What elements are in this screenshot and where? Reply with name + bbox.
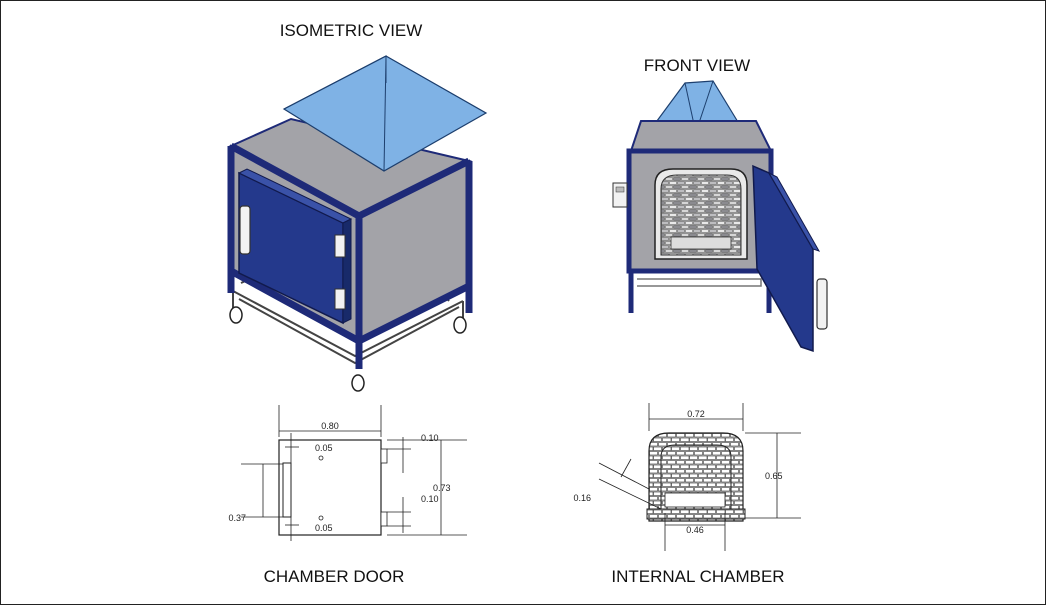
iso-frame (227, 142, 473, 369)
dim-door-offset-top: 0.10 (421, 433, 439, 443)
dim-door-handle: 0.37 (228, 513, 246, 523)
front-brick-lining (660, 174, 742, 256)
title-isometric-view: ISOMETRIC VIEW (280, 21, 423, 40)
front-door-handle (816, 278, 828, 330)
front-view-furnace (612, 80, 828, 353)
door-outline (278, 439, 382, 536)
dim-chamber-wall: 0.16 (573, 493, 591, 503)
dim-door-gap-bottom: 0.05 (315, 523, 333, 533)
iso-hinge-top (334, 234, 346, 258)
iso-hinge-bottom (334, 288, 346, 310)
door-bolt-bottom (318, 515, 324, 521)
dim-chamber-floor: 0.46 (686, 525, 704, 535)
iso-wheels (229, 306, 467, 392)
title-internal-chamber: INTERNAL CHAMBER (611, 567, 784, 586)
title-front-view: FRONT VIEW (644, 56, 750, 75)
dim-chamber-height: 0.65 (765, 471, 783, 481)
dim-chamber-width: 0.72 (687, 409, 705, 419)
internal-chamber-drawing: 0.72 0.65 0.46 0.16 (573, 403, 801, 551)
dim-door-gap-top: 0.05 (315, 443, 333, 453)
door-handle (282, 462, 292, 518)
door-hinge-top (380, 448, 388, 464)
dim-door-height: 0.73 (433, 483, 451, 493)
chamber-door-drawing: 0.80 0.05 0.05 0.37 0.10 0.10 0.73 (228, 405, 467, 541)
front-top-panel (629, 120, 773, 152)
door-bolt-top (318, 455, 324, 461)
dim-door-offset-mid: 0.10 (421, 494, 439, 504)
front-control-box (612, 182, 628, 208)
dim-door-width: 0.80 (321, 421, 339, 431)
title-chamber-door: CHAMBER DOOR (264, 567, 405, 586)
isometric-furnace (227, 55, 488, 392)
door-hinge-bottom (380, 511, 388, 527)
iso-door-handle (239, 205, 251, 255)
